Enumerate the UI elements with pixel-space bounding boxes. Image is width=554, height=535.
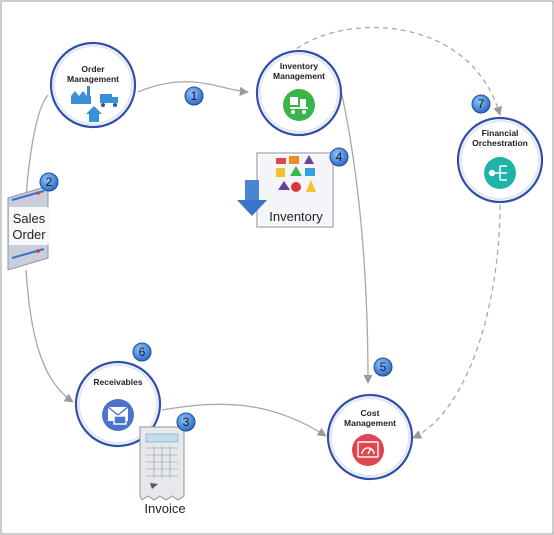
node-cost-management[interactable]: Cost Management [326, 393, 414, 481]
inventory-management-label-2: Management [273, 71, 325, 81]
cost-gauge-icon-bg [352, 434, 384, 466]
step-4-number: 4 [336, 150, 343, 164]
cost-management-label-1: Cost [361, 408, 380, 418]
sales-order-document[interactable]: Sales Order [7, 185, 49, 271]
invoice-grid [146, 446, 178, 478]
node-order-management[interactable]: Order Management [49, 41, 137, 129]
step-badge-6: 6 [132, 342, 152, 362]
sales-order-marks [36, 191, 40, 253]
financial-orchestration-label-2: Orchestration [472, 138, 528, 148]
connector-order-to-inventory [137, 81, 249, 96]
step-badge-4: 4 [329, 147, 349, 167]
sales-order-label-1: Sales [13, 211, 46, 226]
order-management-label-2: Management [67, 74, 119, 84]
connector-financial-to-cost [412, 204, 501, 439]
connector-order-to-salesorder [25, 94, 49, 201]
inventory-management-label-1: Inventory [280, 61, 319, 71]
step-badge-1: 1 [184, 86, 204, 106]
step-2-number: 2 [46, 175, 53, 189]
orchestration-icon [488, 165, 507, 181]
connectors [25, 26, 503, 439]
connector-inventory-to-financial [282, 26, 503, 116]
forklift-icon [290, 97, 308, 114]
receivables-label: Receivables [93, 377, 142, 387]
step-3-number: 3 [183, 415, 190, 429]
step-7-number: 7 [478, 97, 485, 111]
invoice-mail-icon [107, 406, 129, 425]
inventory-document-label: Inventory [269, 209, 323, 224]
cost-gauge-icon [357, 441, 379, 458]
step-badge-2: 2 [39, 172, 59, 192]
invoice-document[interactable]: Invoice [139, 426, 186, 516]
connector-salesorder-to-receivables [25, 269, 74, 403]
step-6-number: 6 [139, 345, 146, 359]
step-badge-5: 5 [373, 357, 393, 377]
inventory-document[interactable]: Inventory [237, 152, 334, 228]
step-1-number: 1 [191, 89, 198, 103]
sales-order-label-2: Order [12, 227, 46, 242]
forklift-icon-bg [283, 89, 315, 121]
order-management-label-1: Order [81, 64, 105, 74]
connector-inventory-to-cost [341, 94, 373, 384]
download-arrow-icon [237, 180, 267, 216]
node-inventory-management[interactable]: Inventory Management [255, 49, 343, 137]
factory-truck-icon [71, 86, 118, 122]
step-5-number: 5 [380, 360, 387, 374]
financial-orchestration-label-1: Financial [482, 128, 519, 138]
node-receivables[interactable]: Receivables [74, 360, 162, 448]
connector-receivables-to-cost [161, 403, 327, 437]
step-badge-3: 3 [176, 412, 196, 432]
inventory-shapes-icon [276, 155, 316, 192]
node-financial-orchestration[interactable]: Financial Orchestration [456, 116, 544, 204]
step-badge-7: 7 [471, 94, 491, 114]
invoice-document-label: Invoice [144, 501, 185, 516]
cost-management-label-2: Management [344, 418, 396, 428]
